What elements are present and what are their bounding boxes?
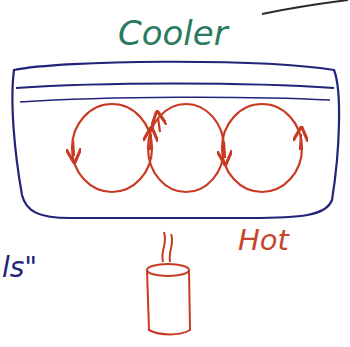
arrow bbox=[224, 142, 225, 158]
convection-cells bbox=[72, 104, 302, 192]
label-holder: ls" bbox=[2, 254, 37, 282]
pan-rim bbox=[20, 97, 330, 102]
annotation-label: ls" bbox=[2, 254, 37, 282]
cell bbox=[72, 104, 152, 192]
stray-curve bbox=[262, 0, 348, 14]
arrow bbox=[158, 118, 160, 132]
flame bbox=[170, 234, 173, 262]
arrow bbox=[150, 134, 151, 150]
flame bbox=[162, 232, 165, 262]
label-holder: Hot bbox=[238, 226, 289, 255]
cell bbox=[222, 104, 302, 192]
cup bbox=[147, 270, 190, 335]
arrow bbox=[73, 140, 74, 156]
label-holder: Cooler bbox=[118, 16, 228, 50]
candle bbox=[147, 232, 190, 335]
arrow bbox=[300, 134, 301, 150]
water-surface bbox=[16, 84, 334, 89]
pan bbox=[12, 62, 339, 218]
annotation-label: Hot bbox=[238, 226, 289, 255]
annotation-label: Cooler bbox=[118, 16, 228, 50]
cup-top bbox=[147, 264, 189, 276]
cell bbox=[148, 104, 224, 192]
